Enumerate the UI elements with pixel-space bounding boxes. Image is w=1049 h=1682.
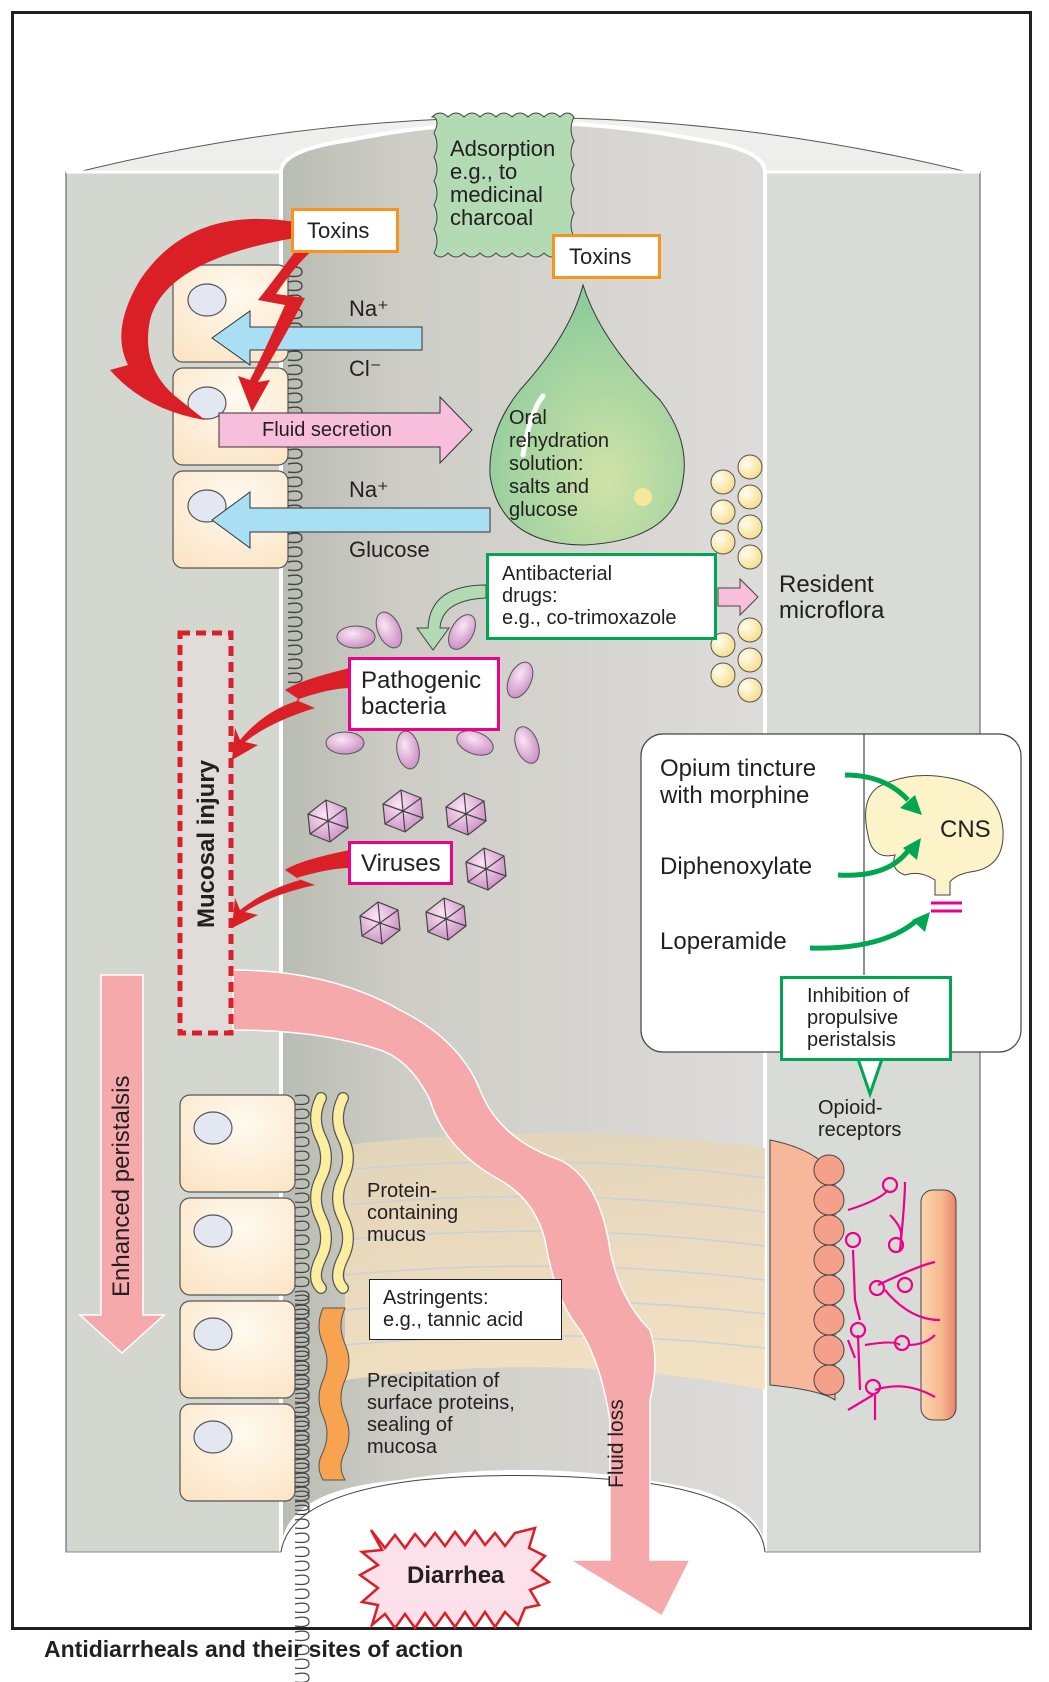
precipitation-label: Precipitation of surface proteins, seali… (367, 1370, 515, 1458)
virus-particles (307, 789, 507, 945)
diarrhea-burst (357, 1526, 552, 1631)
diphenoxylate-label: Diphenoxylate (660, 853, 813, 880)
blood-vessel (920, 1189, 957, 1421)
antibacterial-line: drugs: (502, 585, 558, 607)
viruses-box: Viruses (348, 841, 453, 885)
na-plus-label: Na⁺ (349, 477, 389, 502)
diarrhea-label: Diarrhea (407, 1562, 505, 1589)
pathogenic-line: bacteria (361, 693, 447, 720)
opioid-receptors-label: Opioid- receptors (818, 1097, 902, 1141)
ors-drop (489, 283, 685, 546)
fluid-secretion-label: Fluid secretion (262, 419, 393, 441)
toxins-label: Toxins (569, 244, 632, 269)
mucosal-injury-box (177, 630, 234, 1036)
inhibition-box: Inhibition of propulsive peristalsis (780, 976, 952, 1061)
loperamide-label: Loperamide (660, 928, 787, 955)
cns-brain-icon (865, 774, 1004, 896)
fluid-loss-arrow (232, 969, 692, 1618)
epithelial-cells-bottom (179, 1094, 296, 1502)
inhibition-pointer (856, 1058, 884, 1099)
toxins-label: Toxins (307, 218, 370, 243)
figure-caption: Antidiarrheals and their sites of action (44, 1636, 464, 1662)
opium-label: Opium tincture with morphine (660, 755, 817, 809)
glucose-label: Glucose (349, 537, 430, 562)
inhibition-line: propulsive (807, 1007, 899, 1029)
enhanced-peristalsis-arrow (78, 974, 166, 1355)
astringent-seal (318, 1307, 350, 1481)
na-plus-label: Na⁺ (349, 296, 389, 321)
viruses-label: Viruses (361, 850, 441, 877)
cl-minus-label: Cl⁻ (349, 356, 382, 381)
toxins-box-left: Toxins (291, 208, 399, 253)
astringents-box: Astringents: e.g., tannic acid (369, 1279, 562, 1340)
adsorption-label: Adsorption e.g., to medicinal charcoal (450, 136, 556, 230)
protein-mucus-strands (310, 1092, 354, 1294)
enteric-nerve-network (844, 1176, 941, 1420)
antibacterial-line: Antibacterial (502, 563, 613, 585)
na-cl-arrow (211, 310, 423, 366)
toxins-box-right: Toxins (552, 234, 661, 279)
pathogenic-line: Pathogenic (361, 667, 482, 694)
na-glucose-arrow (211, 491, 491, 549)
fluid-secretion-arrow (218, 395, 473, 465)
inhibition-line: Inhibition of (807, 985, 910, 1007)
pathogenic-bacteria-box: Pathogenic bacteria (348, 657, 500, 731)
cns-label: CNS (940, 816, 991, 843)
enhanced-peristalsis-label: Enhanced peristalsis (108, 1075, 135, 1297)
antibacterial-line: e.g., co-trimoxazole (502, 607, 677, 629)
resident-microflora-balls (710, 454, 763, 703)
pathogenic-bacteria-cells (325, 611, 540, 770)
protein-mucus-label: Protein- containing mucus (367, 1180, 459, 1246)
resident-microflora-label: Resident microflora (779, 571, 885, 624)
microvilli (287, 266, 310, 1682)
inhibition-line: peristalsis (807, 1029, 896, 1051)
smooth-muscle-fibers (769, 1139, 845, 1401)
astringents-line: Astringents: (383, 1287, 489, 1309)
opioid-drug-arrows (809, 772, 917, 951)
antibacterial-arrow (416, 584, 487, 651)
ors-label: Oral rehydration solution: salts and glu… (509, 407, 610, 521)
toxin-damage-arrows (110, 218, 350, 928)
antibacterial-drugs-box: Antibacterial drugs: e.g., co-trimoxazol… (486, 553, 717, 640)
mucosal-injury-label: Mucosal injury (193, 759, 220, 928)
fluid-loss-label: Fluid loss (605, 1399, 628, 1488)
microflora-arrow (717, 577, 759, 617)
astringents-line: e.g., tannic acid (383, 1309, 524, 1331)
tube-bottom-opening (66, 1470, 980, 1560)
